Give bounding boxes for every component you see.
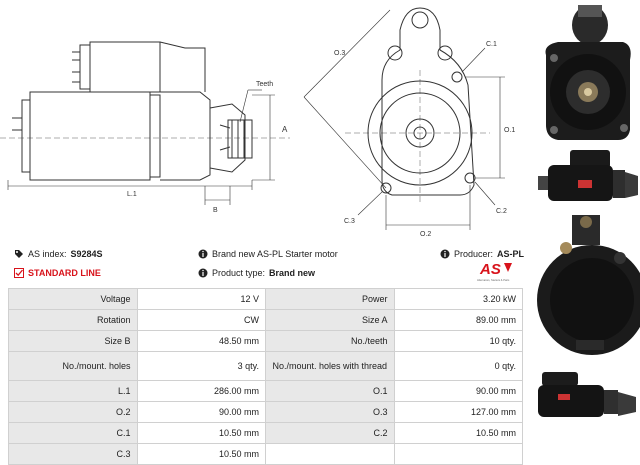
as-index-row: AS index: S9284S [14, 247, 103, 261]
o3-label: O.3 [334, 50, 345, 57]
producer-value: AS-PL [497, 249, 525, 259]
spec-label [264, 443, 395, 465]
as-index-value: S9284S [70, 249, 103, 259]
tag-icon [15, 250, 23, 258]
product-type-row: Product type: Brand new [198, 266, 315, 280]
spec-value [393, 443, 524, 465]
producer-label: Producer: [454, 249, 494, 259]
size-b-label: B [213, 207, 218, 214]
as-index-label: AS index: [28, 249, 67, 259]
spec-value: 127.00 mm [393, 401, 524, 423]
spec-value: 3 qty. [136, 351, 266, 381]
side-view-drawing: Teeth A B L.1 [0, 41, 290, 214]
photo-front-view[interactable] [545, 5, 631, 140]
svg-text:AS: AS [479, 261, 501, 278]
checkbox-icon [14, 268, 24, 278]
spec-value: 0 qty. [393, 351, 524, 381]
spec-label: Size B [8, 330, 138, 352]
teeth-label: Teeth [256, 81, 273, 88]
spec-value: 10.50 mm [393, 422, 524, 444]
spec-label: L.1 [8, 380, 138, 402]
product-type-label: Product type: [212, 268, 266, 278]
info-icon [198, 249, 208, 259]
description-row: Brand new AS-PL Starter motor [198, 247, 338, 261]
photo-gallery [537, 5, 640, 417]
spec-value: 286.00 mm [136, 380, 266, 402]
spec-value: 48.50 mm [136, 330, 266, 352]
standard-line-row: STANDARD LINE [14, 266, 101, 280]
c3-label: C.3 [344, 218, 355, 225]
technical-drawings: Teeth A B L.1 [0, 0, 530, 240]
c1-label: C.1 [486, 41, 497, 48]
spec-value: 10 qty. [393, 330, 524, 352]
spec-label: Rotation [8, 309, 138, 331]
spec-label: C.2 [264, 422, 395, 444]
spec-value: 90.00 mm [393, 380, 524, 402]
spec-label: C.1 [8, 422, 138, 444]
product-photos [528, 0, 640, 454]
photo-angle-view[interactable] [538, 372, 636, 417]
o2-label: O.2 [420, 231, 431, 238]
photo-rear-view[interactable] [537, 215, 640, 355]
producer-row: Producer: AS-PL [440, 247, 524, 261]
spec-value: 10.50 mm [136, 443, 266, 465]
size-a-label: A [282, 125, 288, 134]
spec-label: O.1 [264, 380, 395, 402]
spec-label: No./teeth [264, 330, 395, 352]
spec-value: 90.00 mm [136, 401, 266, 423]
spec-label: Voltage [8, 288, 138, 310]
standard-line-label: STANDARD LINE [28, 268, 101, 278]
product-type-value: Brand new [269, 268, 316, 278]
info-icon [440, 249, 450, 259]
product-description: Brand new AS-PL Starter motor [212, 249, 338, 259]
spec-label: O.2 [8, 401, 138, 423]
length-label: L.1 [127, 191, 137, 198]
spec-value: 3.20 kW [393, 288, 524, 310]
spec-value: 89.00 mm [393, 309, 524, 331]
spec-value: 12 V [136, 288, 266, 310]
c2-label: C.2 [496, 208, 507, 215]
spec-label: C.3 [8, 443, 138, 465]
spec-label: Size A [264, 309, 395, 331]
spec-value: CW [136, 309, 266, 331]
front-view-drawing: O.3 C.1 O.1 C.2 O.2 C.3 [303, 7, 515, 238]
spec-label: Power [264, 288, 395, 310]
info-icon [198, 268, 208, 278]
spec-label: No./mount. holes [8, 351, 138, 381]
spec-label: O.3 [264, 401, 395, 423]
as-pl-logo: AS Alternators, Starters & Parts [476, 260, 516, 282]
svg-text:Alternators, Starters & Parts: Alternators, Starters & Parts [477, 278, 510, 282]
photo-side-view[interactable] [538, 150, 638, 201]
o1-label: O.1 [504, 127, 515, 134]
spec-label: No./mount. holes with thread [264, 351, 395, 381]
spec-value: 10.50 mm [136, 422, 266, 444]
